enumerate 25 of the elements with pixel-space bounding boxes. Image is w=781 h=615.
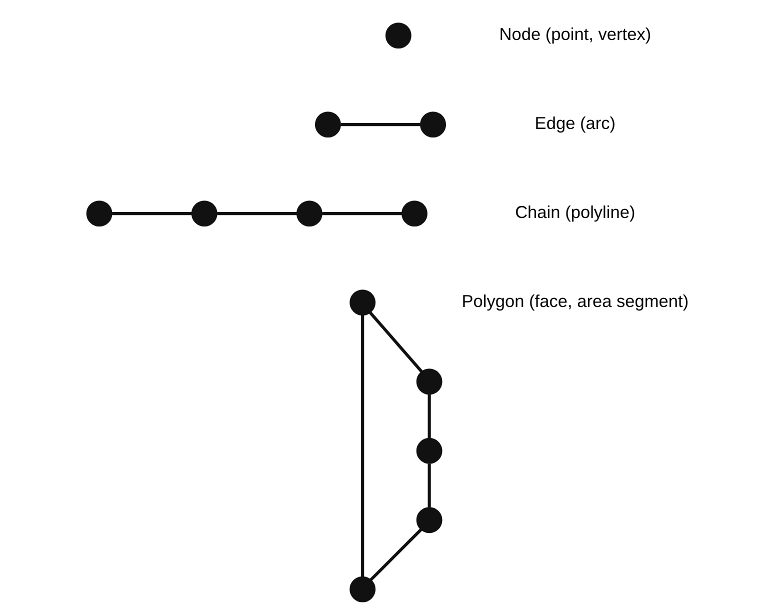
connector	[427, 394, 430, 438]
node-circle	[384, 22, 411, 49]
connector	[322, 212, 402, 216]
node-circle	[416, 507, 442, 534]
node-circle	[401, 200, 427, 227]
node-circle	[190, 200, 217, 227]
node-circle	[314, 112, 340, 138]
connector	[360, 314, 364, 577]
label: Node (point, vertex)	[498, 24, 651, 44]
connector	[368, 312, 422, 373]
connector	[427, 464, 430, 508]
node-circle	[349, 290, 376, 316]
connector	[369, 528, 422, 581]
label: Polygon (face, area segment)	[461, 291, 688, 312]
node-circle	[296, 200, 322, 227]
connector	[340, 123, 420, 126]
connector	[216, 212, 296, 216]
label: Edge (arc)	[534, 113, 616, 134]
connector	[112, 212, 192, 216]
label: Chain (polyline)	[514, 202, 635, 222]
node-circle	[86, 200, 112, 227]
node-circle	[349, 576, 376, 602]
node-circle	[420, 112, 446, 138]
node-circle	[416, 438, 442, 464]
node-circle	[416, 368, 442, 395]
